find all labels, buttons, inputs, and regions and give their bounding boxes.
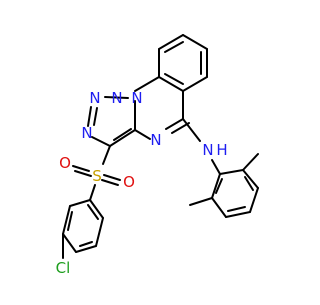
- bond: [91, 136, 111, 147]
- bond: [62, 233, 77, 253]
- bond: [134, 76, 160, 92]
- bond: [104, 96, 129, 99]
- bond: [75, 245, 97, 253]
- bond: [249, 187, 259, 213]
- nitrogen-label: N: [81, 124, 92, 142]
- oxygen-label: O: [123, 173, 135, 191]
- bond: [74, 170, 92, 177]
- bond: [227, 206, 246, 212]
- bond: [89, 199, 104, 219]
- sulfur-label: S: [92, 167, 102, 185]
- bond: [182, 34, 208, 50]
- bond: [95, 217, 104, 247]
- bond: [158, 76, 184, 92]
- molecule-canvas: N N N N N N H S O O Cl: [56, 34, 259, 277]
- bond: [165, 118, 184, 130]
- bond: [189, 197, 213, 206]
- bond: [182, 118, 201, 142]
- amine-nitrogen-label: N: [202, 141, 213, 159]
- bond: [103, 174, 121, 181]
- bond: [225, 211, 251, 218]
- bond: [79, 241, 93, 247]
- amine-hydrogen-label: H: [216, 141, 227, 159]
- bond: [219, 169, 244, 175]
- bond: [62, 205, 71, 235]
- bond: [87, 106, 92, 127]
- bond: [242, 153, 259, 171]
- bond: [211, 173, 221, 199]
- oxygen-label: O: [59, 154, 71, 172]
- nitrogen-label: N: [111, 89, 122, 107]
- bond: [87, 204, 99, 220]
- nitrogen-label: N: [150, 131, 161, 149]
- bond: [211, 159, 221, 175]
- bond: [158, 34, 184, 50]
- bond: [72, 165, 90, 172]
- bond: [164, 73, 184, 85]
- chemical-structure-diagram: N N N N N N H S O O Cl: [56, 34, 259, 277]
- bond: [164, 41, 184, 53]
- bond: [93, 107, 98, 126]
- chlorine-label: Cl: [56, 259, 71, 277]
- bond: [102, 145, 111, 165]
- nitrogen-label: N: [131, 89, 142, 107]
- bond-lines: [62, 34, 259, 259]
- bond: [242, 169, 259, 189]
- bond: [134, 129, 151, 140]
- bond: [113, 128, 132, 141]
- bond: [244, 176, 254, 191]
- nitrogen-label: N: [89, 89, 100, 107]
- atom-labels: N N N N N N H S O O Cl: [56, 89, 228, 277]
- bond: [182, 76, 208, 92]
- bond: [211, 197, 227, 218]
- bond: [89, 184, 96, 201]
- bond: [215, 178, 223, 194]
- bond: [101, 179, 119, 186]
- bond: [109, 129, 136, 147]
- bond: [69, 199, 91, 207]
- bond: [67, 211, 73, 231]
